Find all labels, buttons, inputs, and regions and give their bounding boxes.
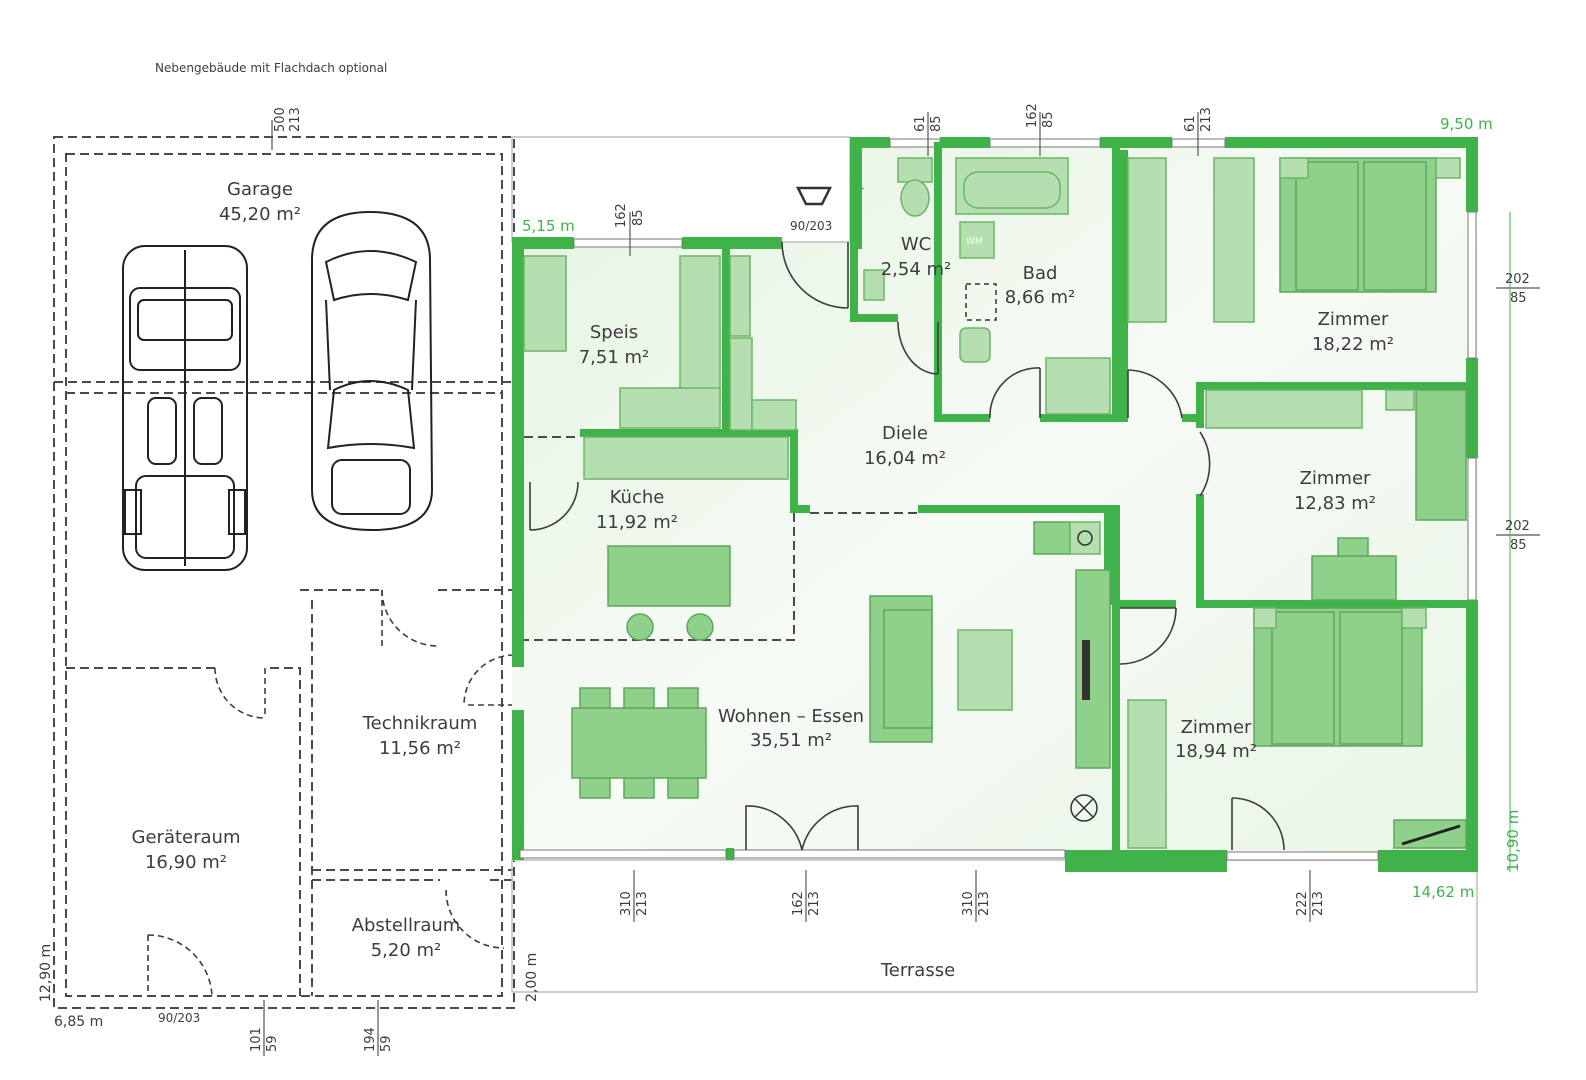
window-mark-bottom: 213 [635, 891, 650, 916]
window-mark-bottom: 85 [1041, 111, 1056, 128]
overall-dimensions: 9,50 m 14,62 m 5,15 m 10,90 m 1,45 m [522, 115, 1522, 901]
window-mark-bottom: 85 [1510, 291, 1527, 306]
zimmer-2-area: 12,83 m² [1294, 493, 1376, 514]
technikraum-label: Technikraum [362, 713, 478, 734]
window-mark-bottom: 59 [265, 1035, 280, 1052]
window-mark-top: 202 [1505, 519, 1530, 534]
window-mark-top: 194 [363, 1027, 378, 1052]
garage-inner-outline [65, 153, 503, 997]
dim-top-width: 9,50 m [1440, 115, 1493, 133]
technikraum-area: 11,56 m² [379, 738, 461, 759]
window-mark-top: 101 [249, 1027, 264, 1052]
terrasse-label: Terrasse [880, 960, 955, 981]
abstellraum-area: 5,20 m² [371, 940, 442, 961]
geraeteraum-area: 16,90 m² [145, 852, 227, 873]
zimmer-2-label: Zimmer [1300, 468, 1371, 489]
garage-label: Garage [227, 179, 293, 200]
interior-walls [580, 142, 1478, 860]
geraeteraum-label: Geräteraum [132, 827, 241, 848]
wc-area: 2,54 m² [881, 259, 952, 280]
zimmer-3-area: 18,94 m² [1175, 741, 1257, 762]
entry-door-size: 90/203 [790, 219, 832, 233]
kueche-label: Küche [610, 487, 665, 508]
zimmer-1-area: 18,22 m² [1312, 334, 1394, 355]
window-mark-bottom: 59 [379, 1035, 394, 1052]
kueche-area: 11,92 m² [596, 512, 678, 533]
window-mark-bottom: 85 [1510, 538, 1527, 553]
garage-door-size: 90/203 [158, 1011, 200, 1025]
wc-label: WC [901, 234, 931, 255]
window-mark-top: 310 [961, 891, 976, 916]
window-size-marks: 500 213 162 85 61 85 162 85 61 213 202 8… [249, 103, 1530, 1052]
car-convertible-icon [122, 245, 248, 571]
window-mark-top: 61 [1183, 115, 1198, 132]
dim-house-depth: 10,90 m [1504, 810, 1522, 872]
window-mark-top: 500 [273, 107, 288, 132]
window-mark-bottom: 85 [631, 209, 646, 226]
dim-garage-width: 6,85 m [54, 1014, 103, 1030]
dimension-lines [263, 112, 1540, 1056]
window-mark-top: 61 [913, 115, 928, 132]
optional-building-note: Nebengebäude mit Flachdach optional [155, 61, 387, 75]
dim-garage-depth: 12,90 m [38, 944, 54, 1002]
window-mark-top: 162 [791, 891, 806, 916]
entry-arrow-icon [795, 186, 833, 206]
diele-area: 16,04 m² [864, 448, 946, 469]
furniture [523, 157, 1467, 849]
terrace-outline [511, 859, 1478, 993]
window-mark-bottom: 213 [1311, 891, 1326, 916]
window-mark-top: 162 [614, 203, 629, 228]
exterior-walls [512, 137, 1478, 872]
window-mark-bottom: 85 [929, 115, 944, 132]
wohnen-essen-label: Wohnen – Essen [718, 706, 864, 727]
window-mark-bottom: 213 [977, 891, 992, 916]
bad-label: Bad [1023, 263, 1058, 284]
dim-left-wing: 5,15 m [522, 217, 575, 235]
room-labels: Garage 45,20 m² WC 2,54 m² Bad 8,66 m² S… [132, 179, 1394, 981]
zimmer-3-label: Zimmer [1181, 717, 1252, 738]
diele-label: Diele [882, 423, 928, 444]
car-sedan-icon [311, 210, 434, 532]
doors [529, 241, 1285, 851]
bad-area: 8,66 m² [1005, 287, 1076, 308]
dim-entry-offset: 1,45 m [848, 147, 866, 200]
dim-bottom-width: 14,62 m [1412, 883, 1474, 901]
speis-area: 7,51 m² [579, 347, 650, 368]
window-mark-top: 310 [619, 891, 634, 916]
plan-dimensions: 6,85 m 12,90 m 2,00 m 90/203 90/203 [38, 219, 832, 1030]
garage-area: 45,20 m² [219, 204, 301, 225]
washing-machine-icon: WM [966, 237, 983, 247]
window-mark-bottom: 213 [1199, 107, 1214, 132]
window-mark-bottom: 213 [288, 107, 303, 132]
zimmer-1-label: Zimmer [1318, 309, 1389, 330]
speis-label: Speis [590, 322, 638, 343]
window-mark-top: 222 [1295, 891, 1310, 916]
window-mark-bottom: 213 [807, 891, 822, 916]
garage-wing [53, 136, 515, 1009]
dim-terrace-depth: 2,00 m [524, 953, 540, 1002]
garage-outline [53, 136, 515, 1009]
window-mark-top: 202 [1505, 272, 1530, 287]
wohnen-essen-area: 35,51 m² [750, 730, 832, 751]
window-mark-top: 162 [1025, 103, 1040, 128]
abstellraum-label: Abstellraum [352, 915, 461, 936]
